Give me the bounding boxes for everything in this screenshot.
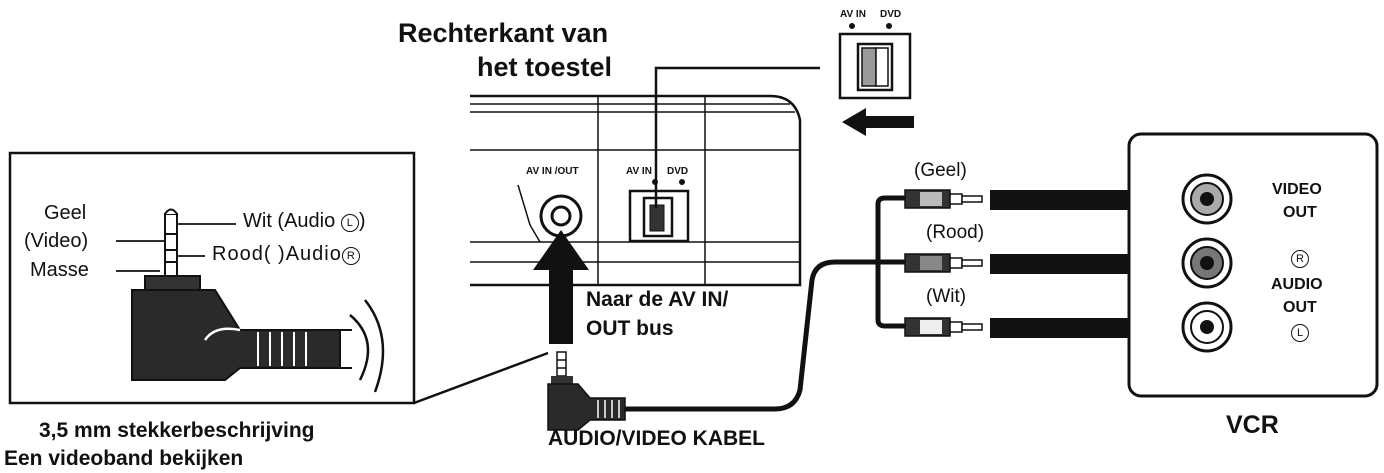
rca-plug-yellow bbox=[904, 189, 983, 209]
callout-line bbox=[654, 66, 820, 208]
cable-label: AUDIO/VIDEO KABEL bbox=[548, 427, 766, 450]
rca-plug-white bbox=[904, 317, 983, 337]
arrow-to-jack bbox=[533, 230, 589, 344]
av-cable-plug bbox=[547, 351, 626, 431]
vcr-panel bbox=[1127, 132, 1379, 398]
cable-label-geel: (Geel) bbox=[914, 160, 967, 181]
page-subtitle: Een videoband bekijken bbox=[4, 447, 244, 470]
device-title-line2: het toestel bbox=[477, 52, 613, 82]
inset-label-dvd: DVD bbox=[880, 9, 902, 20]
av-in-out-jack bbox=[539, 194, 583, 238]
vcr-video-label-line2: OUT bbox=[1283, 204, 1317, 221]
inset-av-dvd-switch bbox=[838, 23, 912, 100]
vcr-audio-label-line1: AUDIO bbox=[1271, 276, 1323, 293]
plug-label-geel: Geel bbox=[44, 202, 87, 224]
device-title-line1: Rechterkant van bbox=[398, 18, 609, 48]
plug-illustration bbox=[131, 208, 385, 393]
plug-label-video: (Video) bbox=[24, 230, 89, 252]
inset-label-av-in: AV IN bbox=[840, 9, 866, 20]
vcr-label: VCR bbox=[1226, 411, 1279, 439]
plug-leader-lines bbox=[116, 223, 236, 272]
plug-caption: 3,5 mm stekkerbeschrijving bbox=[39, 419, 315, 442]
l-circle-icon: L bbox=[340, 214, 359, 232]
cable-label-rood: (Rood) bbox=[926, 222, 985, 243]
connection-arrows bbox=[990, 172, 1212, 356]
cable-label-wit: (Wit) bbox=[926, 286, 967, 307]
vcr-r-circle-icon: R bbox=[1291, 250, 1309, 268]
switch-label-av-in: AV IN bbox=[626, 166, 652, 177]
vcr-video-out-jack bbox=[1181, 173, 1233, 225]
av-in-out-label: AV IN /OUT bbox=[526, 166, 579, 177]
vcr-audio-r-jack bbox=[1181, 237, 1233, 289]
r-circle-icon: R bbox=[341, 247, 360, 265]
av-cable bbox=[625, 195, 905, 412]
rca-plug-red bbox=[904, 253, 983, 273]
device-av-dvd-switch bbox=[628, 179, 690, 243]
switch-label-dvd: DVD bbox=[667, 166, 689, 177]
plug-label-masse: Masse bbox=[30, 259, 89, 281]
to-bus-line1: Naar de AV IN/ bbox=[586, 288, 729, 311]
vcr-l-circle-icon: L bbox=[1291, 324, 1309, 342]
plug-label-wit: Wit (Audio L) bbox=[243, 210, 366, 232]
vcr-audio-label-line2: OUT bbox=[1283, 299, 1317, 316]
switch-direction-arrow bbox=[842, 108, 914, 136]
vcr-audio-l-jack bbox=[1181, 301, 1233, 353]
to-bus-line2: OUT bus bbox=[586, 317, 674, 340]
vcr-video-label-line1: VIDEO bbox=[1272, 181, 1322, 198]
